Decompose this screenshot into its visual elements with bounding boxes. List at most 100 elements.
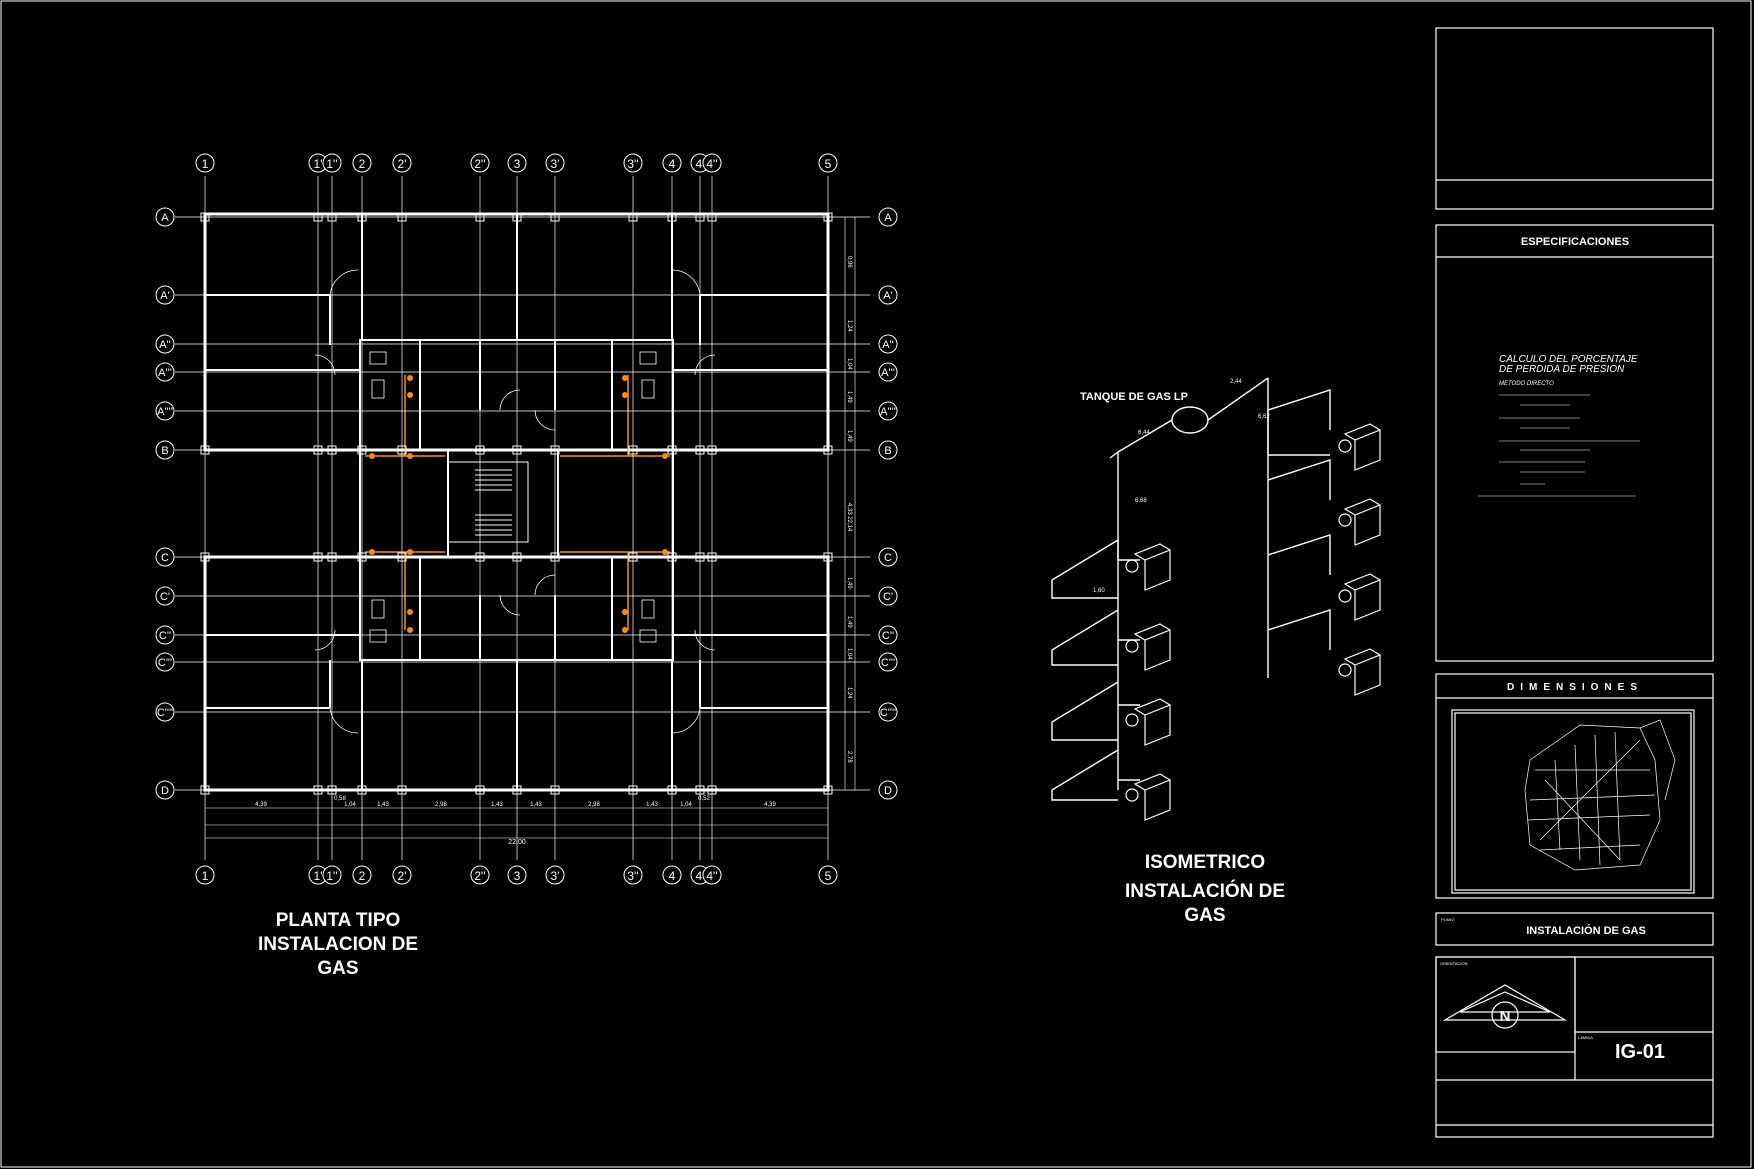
grid-label-row: A	[884, 212, 892, 224]
column-marker	[512, 552, 522, 562]
dim-bottom: 1,43	[530, 802, 542, 808]
dim-bottom: 2,98	[588, 802, 600, 808]
dim-bottom: 4,39	[764, 802, 776, 808]
grid-bubble-row	[878, 285, 898, 305]
column-marker	[695, 445, 705, 455]
column-marker	[707, 552, 717, 562]
grid-bubble-col	[195, 153, 215, 173]
column-marker	[628, 552, 638, 562]
grid-bubble-col	[322, 153, 342, 173]
iso-dim: 6,68	[1135, 498, 1147, 504]
column-marker	[512, 445, 522, 455]
dim-right: 0,96	[846, 256, 852, 268]
column-marker	[475, 785, 485, 795]
grid-bubble-row	[878, 440, 898, 460]
grid-bubble-row	[155, 780, 175, 800]
column-marker	[357, 445, 367, 455]
grid-bubble-col	[623, 153, 643, 173]
dim-bottom: 1,43	[491, 802, 503, 808]
dim-right: 1,49	[846, 430, 852, 442]
gas-lines	[365, 375, 670, 630]
column-marker	[550, 445, 560, 455]
iso-dim: 1,60	[1093, 588, 1105, 594]
gas-points	[369, 375, 668, 633]
grid-label-col: 2	[359, 869, 366, 883]
grid-bubble-row	[155, 702, 175, 722]
column-marker	[695, 552, 705, 562]
column-marker	[550, 212, 560, 222]
grid-label-col: 3'	[551, 157, 560, 171]
grid-label-row: B	[884, 445, 891, 457]
column-marker	[475, 552, 485, 562]
grid-label-col: 3	[514, 157, 521, 171]
grid-label-row: C'''	[158, 657, 172, 669]
grid-label-col: 1	[202, 869, 209, 883]
column-marker	[550, 785, 560, 795]
grid-label-row: B	[161, 445, 168, 457]
dim-bottom-total: 22,00	[508, 839, 526, 846]
grid-bubble-row	[878, 362, 898, 382]
grid-bubble-col	[623, 865, 643, 885]
location-map-image	[1524, 719, 1676, 871]
column-marker	[707, 212, 717, 222]
column-marker	[628, 212, 638, 222]
grid-bubble-col	[392, 153, 412, 173]
plan-stairs	[447, 461, 529, 543]
plan-fixtures	[369, 351, 657, 643]
grid-label-col: 3	[514, 869, 521, 883]
dim-bottom: 1,04	[680, 802, 692, 808]
grid-label-row: C'	[160, 591, 170, 603]
grid-label-row: C'''	[881, 657, 895, 669]
grid-bubble-row	[878, 625, 898, 645]
iso-dim: 6,44	[1138, 430, 1150, 436]
tb-specs-box	[1435, 224, 1714, 662]
column-marker	[512, 785, 522, 795]
column-marker	[667, 785, 677, 795]
column-marker	[667, 552, 677, 562]
column-marker	[823, 552, 833, 562]
gas-meters	[1125, 423, 1381, 821]
grid-label-row: C	[161, 552, 169, 564]
grid-bubble-row	[878, 547, 898, 567]
dim-right: 1,49	[846, 391, 852, 403]
grid-label-row: A'	[883, 290, 892, 302]
grid-bubble-row	[878, 652, 898, 672]
column-marker	[823, 785, 833, 795]
grid-bubble-row	[878, 780, 898, 800]
title-block	[1435, 27, 1714, 1138]
dim-right: 1,49	[846, 577, 852, 589]
plano-label: PLANO	[1441, 917, 1455, 922]
column-marker	[707, 785, 717, 795]
grid-bubble-row	[155, 207, 175, 227]
plan-title-line-3: GAS	[317, 958, 358, 979]
grid-bubble-col	[545, 865, 565, 885]
grid-bubble-col	[702, 865, 722, 885]
iso-branches-right	[1267, 389, 1331, 650]
dimensions-header: DIMENSIONES	[1507, 682, 1643, 693]
grid-label-col: 3''	[627, 869, 638, 883]
dim-right: 1,04	[846, 358, 852, 370]
column-marker	[550, 552, 560, 562]
column-marker	[327, 445, 337, 455]
grid-label-row: A''	[159, 339, 171, 351]
column-marker	[357, 785, 367, 795]
grid-label-col: 2'	[398, 869, 407, 883]
column-marker	[475, 445, 485, 455]
iso-title-line-2: INSTALACIÓN DE	[1125, 880, 1285, 902]
sheet-code: IG-01	[1615, 1041, 1665, 1063]
grid-label-row: A'	[160, 290, 169, 302]
column-marker	[313, 445, 323, 455]
orient-label: ORIENTACION	[1440, 961, 1468, 966]
dim-bottom: 0,52	[698, 796, 710, 802]
plano-title: INSTALACIÓN DE GAS	[1526, 924, 1646, 937]
grid-label-row: A''''	[880, 406, 896, 418]
tb-location-map	[1451, 709, 1695, 894]
dim-bottom: 1,04	[344, 802, 356, 808]
plan-title: PLANTA TIPO INSTALACION DE GAS	[258, 910, 418, 979]
grid-label-col: 1''	[326, 869, 337, 883]
grid-label-row: C''''	[880, 707, 896, 719]
grid-label-row: C'	[883, 591, 893, 603]
grid-label-row: C''	[882, 630, 894, 642]
